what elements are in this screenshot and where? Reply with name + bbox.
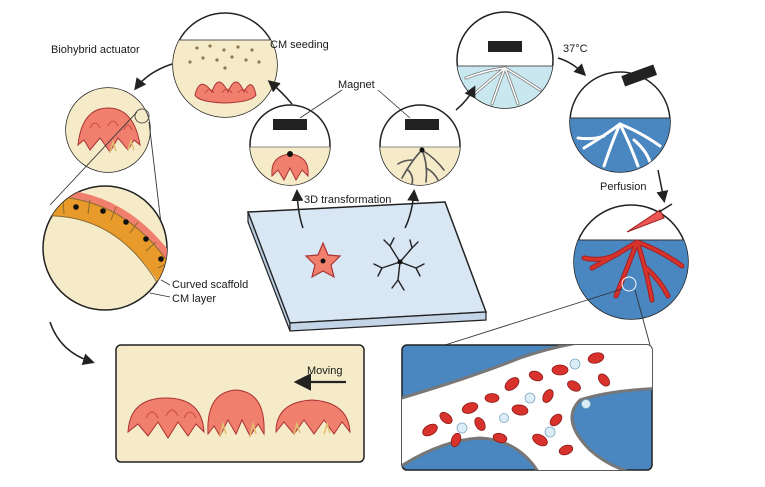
scaffold-zoom-circle: [42, 185, 168, 311]
zoom-lines: [49, 111, 163, 233]
blood-cells: [422, 352, 611, 456]
flower-pattern: [304, 241, 342, 279]
white-cells: [456, 358, 591, 438]
moving-label: Moving: [307, 365, 343, 377]
moving-panel: [115, 344, 365, 463]
curved-scaffold-label: Curved scaffold: [172, 279, 249, 291]
actuator-shape-2: [207, 389, 265, 438]
biohybrid-actuator-circle: [65, 87, 151, 173]
substrate-block: [246, 201, 488, 332]
transformation-label: 3D transformation: [304, 194, 392, 206]
magnet-flower-circle: [249, 104, 331, 186]
flow-arrows: [49, 57, 669, 366]
magnet-branch-circle: [379, 104, 461, 186]
magnet-label: Magnet: [338, 79, 375, 91]
temperature-label: 37°C: [563, 43, 588, 55]
biohybrid-actuator-label: Biohybrid actuator: [51, 44, 140, 56]
cm-seeding-circle: [172, 12, 278, 118]
perfusion-circle: [573, 203, 689, 320]
branch-pattern: [373, 237, 425, 291]
actuator-shape-3: [275, 399, 351, 435]
cm-seeding-label: CM seeding: [270, 39, 329, 51]
actuator-shape-1: [127, 397, 205, 439]
perfusion-zoom-lines: [444, 288, 651, 346]
blood-vessel-panel: [401, 344, 653, 471]
cm-layer-label: CM layer: [172, 293, 217, 305]
perfusion-label: Perfusion: [600, 181, 647, 193]
branch-magnet-dot: [397, 259, 403, 265]
transformation-circle-2: [569, 64, 671, 173]
transformation-circle-1: [456, 11, 554, 109]
leader-lines: [149, 89, 411, 298]
